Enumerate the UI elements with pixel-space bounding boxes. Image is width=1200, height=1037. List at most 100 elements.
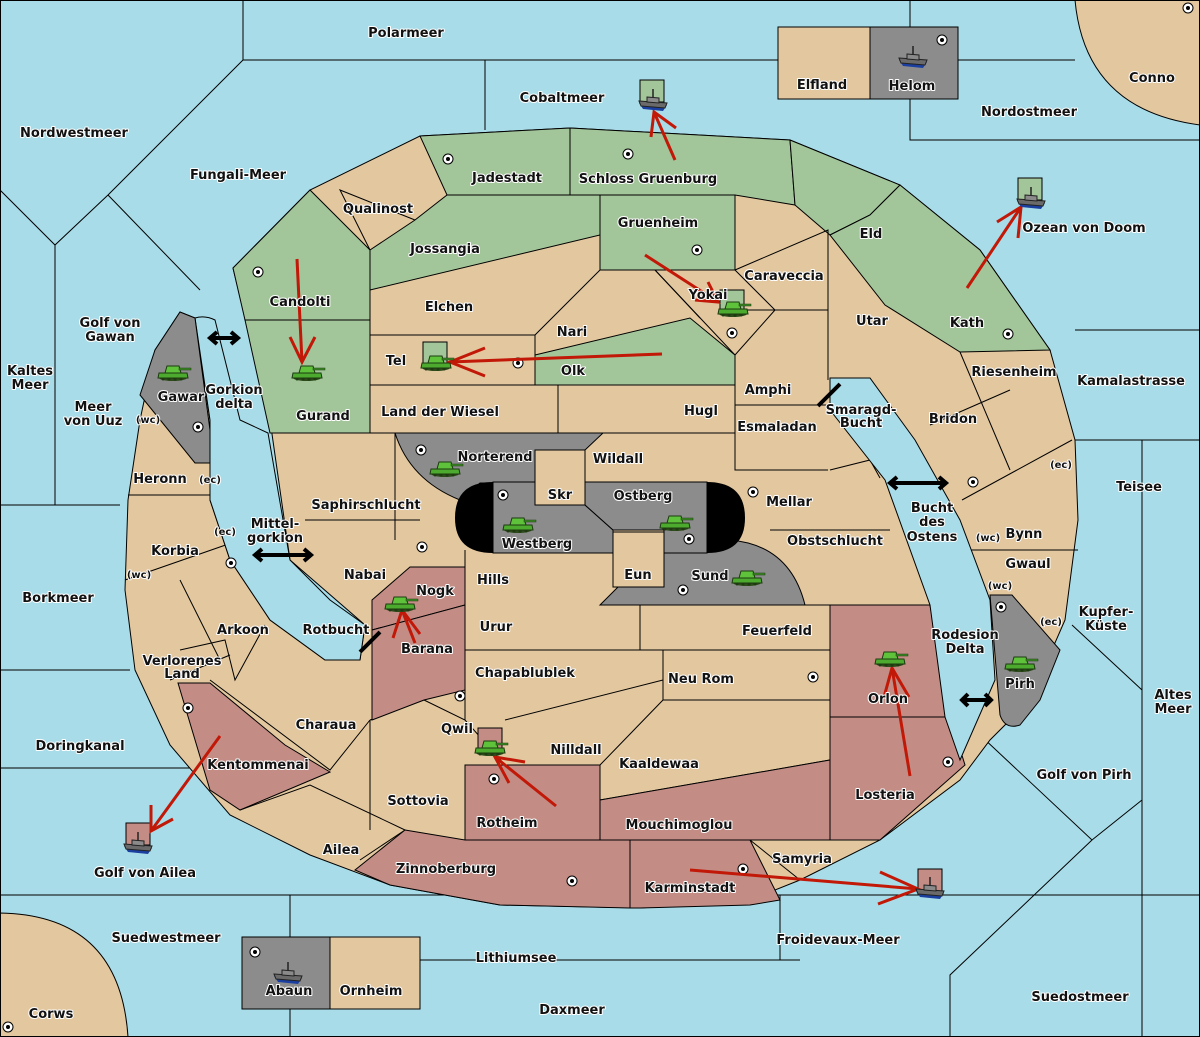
- province-label: Bynn: [1006, 527, 1043, 542]
- province-label: Corws: [29, 1007, 74, 1022]
- province-label: Helom: [889, 79, 936, 94]
- sea-label: Polarmeer: [368, 26, 444, 41]
- province-label: Karminstadt: [645, 881, 736, 896]
- connection-arrows: [206, 330, 994, 708]
- order-arrow: [445, 346, 663, 378]
- supply-center-icon: [415, 444, 427, 456]
- double-arrow-icon: [206, 330, 242, 346]
- sea-label: Rodesion: [931, 628, 998, 643]
- province-label: Neu Rom: [668, 672, 734, 687]
- province-karminstadt[interactable]: [629, 839, 781, 909]
- supply-center-icon: [2, 1021, 14, 1033]
- province-label: Eld: [860, 227, 883, 242]
- sea-label: Nordwestmeer: [20, 126, 128, 141]
- province-label: Kath: [950, 316, 984, 331]
- province-label: Esmaladan: [737, 420, 817, 435]
- province-label: Saphirschlucht: [311, 498, 420, 513]
- province-label: Ostberg: [614, 489, 673, 504]
- sea-label: Lithiumsee: [476, 951, 557, 966]
- province-ornheim[interactable]: [329, 936, 421, 1010]
- province-label: Hugl: [684, 404, 718, 419]
- supply-center-icon: [691, 244, 703, 256]
- sea-label: Doringkanal: [35, 739, 124, 754]
- province-eun[interactable]: [612, 531, 665, 588]
- sea-label: Ostens: [907, 530, 958, 545]
- supply-center-icon: [416, 541, 428, 553]
- province-conno[interactable]: [1074, 0, 1200, 126]
- province-label: Hills: [477, 573, 509, 588]
- order-arrows: [149, 109, 1023, 906]
- supply-center-icon: [1182, 2, 1194, 14]
- coast-label: (ec): [199, 475, 221, 486]
- province-label: Feuerfeld: [742, 624, 812, 639]
- province-label: Nilldall: [550, 743, 601, 758]
- sea-label: Rotbucht: [303, 623, 370, 638]
- province-label: Utar: [856, 314, 889, 329]
- sea-label: Froidevaux-Meer: [776, 933, 900, 948]
- province-label: Wildall: [593, 452, 643, 467]
- double-arrow-icon: [251, 547, 315, 563]
- province-zinnoberburg[interactable]: [354, 829, 631, 909]
- sea-label: Mittel-: [251, 517, 300, 532]
- order-arrow: [649, 109, 677, 161]
- province-elfland[interactable]: [777, 26, 871, 100]
- province-label: Kentommenai: [207, 758, 308, 773]
- province-corws[interactable]: [0, 912, 129, 1037]
- sea-label: Nordostmeer: [981, 105, 1078, 120]
- coast-label: (wc): [136, 415, 160, 426]
- province-label: Zinnoberburg: [396, 862, 496, 877]
- province-label: Skr: [548, 488, 573, 503]
- province-label: Sund: [691, 569, 728, 584]
- supply-center-icon: [249, 946, 261, 958]
- impassable-east: [707, 482, 745, 553]
- double-arrow-icon: [358, 630, 382, 654]
- province-losteria[interactable]: [829, 716, 966, 841]
- province-kath[interactable]: [829, 184, 1051, 353]
- province-label: Abaun: [266, 984, 313, 999]
- sea-label: Suedostmeer: [1031, 990, 1129, 1005]
- province-label: Pirh: [1005, 677, 1035, 692]
- sea-label: von Uuz: [64, 414, 123, 429]
- province-label: Obstschlucht: [787, 534, 883, 549]
- province-schloss-gruenburg[interactable]: [569, 127, 796, 206]
- province-label: Ailea: [323, 843, 360, 858]
- supply-center-icon: [442, 153, 454, 165]
- province-label: Bridon: [929, 412, 977, 427]
- supply-center-icon: [936, 34, 948, 46]
- supply-center-icon: [497, 489, 509, 501]
- province-gawar[interactable]: [139, 311, 211, 464]
- province-label: Urur: [480, 620, 513, 635]
- province-label: Jossangia: [409, 242, 480, 257]
- province-kentommenai[interactable]: [177, 682, 332, 811]
- coast-labels: (wc) (ec) (ec) (wc) (ec) (wc) (wc) (ec): [126, 414, 1073, 629]
- province-mouchimoglou[interactable]: [599, 759, 831, 841]
- supply-center-icon: [737, 863, 749, 875]
- sea-label: Golf von Ailea: [94, 866, 196, 881]
- supply-center-icon: [683, 533, 695, 545]
- sea-label: Bucht: [911, 501, 953, 516]
- sea-label: Bucht: [840, 416, 882, 431]
- supply-center-icon: [677, 584, 689, 596]
- supply-center-icon: [726, 327, 738, 339]
- province-label: Chapablublek: [475, 666, 575, 681]
- province-label: Nabai: [344, 568, 386, 583]
- coast-label: (wc): [988, 581, 1012, 592]
- province-label: Losteria: [855, 788, 915, 803]
- province-label: Westberg: [502, 537, 572, 552]
- order-arrow: [492, 755, 557, 808]
- supply-center-icon: [747, 486, 759, 498]
- province-gruenheim[interactable]: [599, 194, 736, 271]
- sea-label: Daxmeer: [539, 1003, 605, 1018]
- province-label: Norterend: [457, 450, 532, 465]
- sea-label: Kaltes: [7, 364, 53, 379]
- coast-label: (wc): [127, 570, 151, 581]
- province-label: Ornheim: [340, 984, 403, 999]
- order-arrow: [288, 258, 317, 366]
- province-label: Nogk: [416, 584, 454, 599]
- province-nogk[interactable]: [371, 566, 466, 631]
- supply-center-icon: [252, 266, 264, 278]
- province-skr[interactable]: [534, 449, 586, 506]
- double-arrow-icon: [886, 475, 950, 491]
- province-label: Samyria: [772, 852, 832, 867]
